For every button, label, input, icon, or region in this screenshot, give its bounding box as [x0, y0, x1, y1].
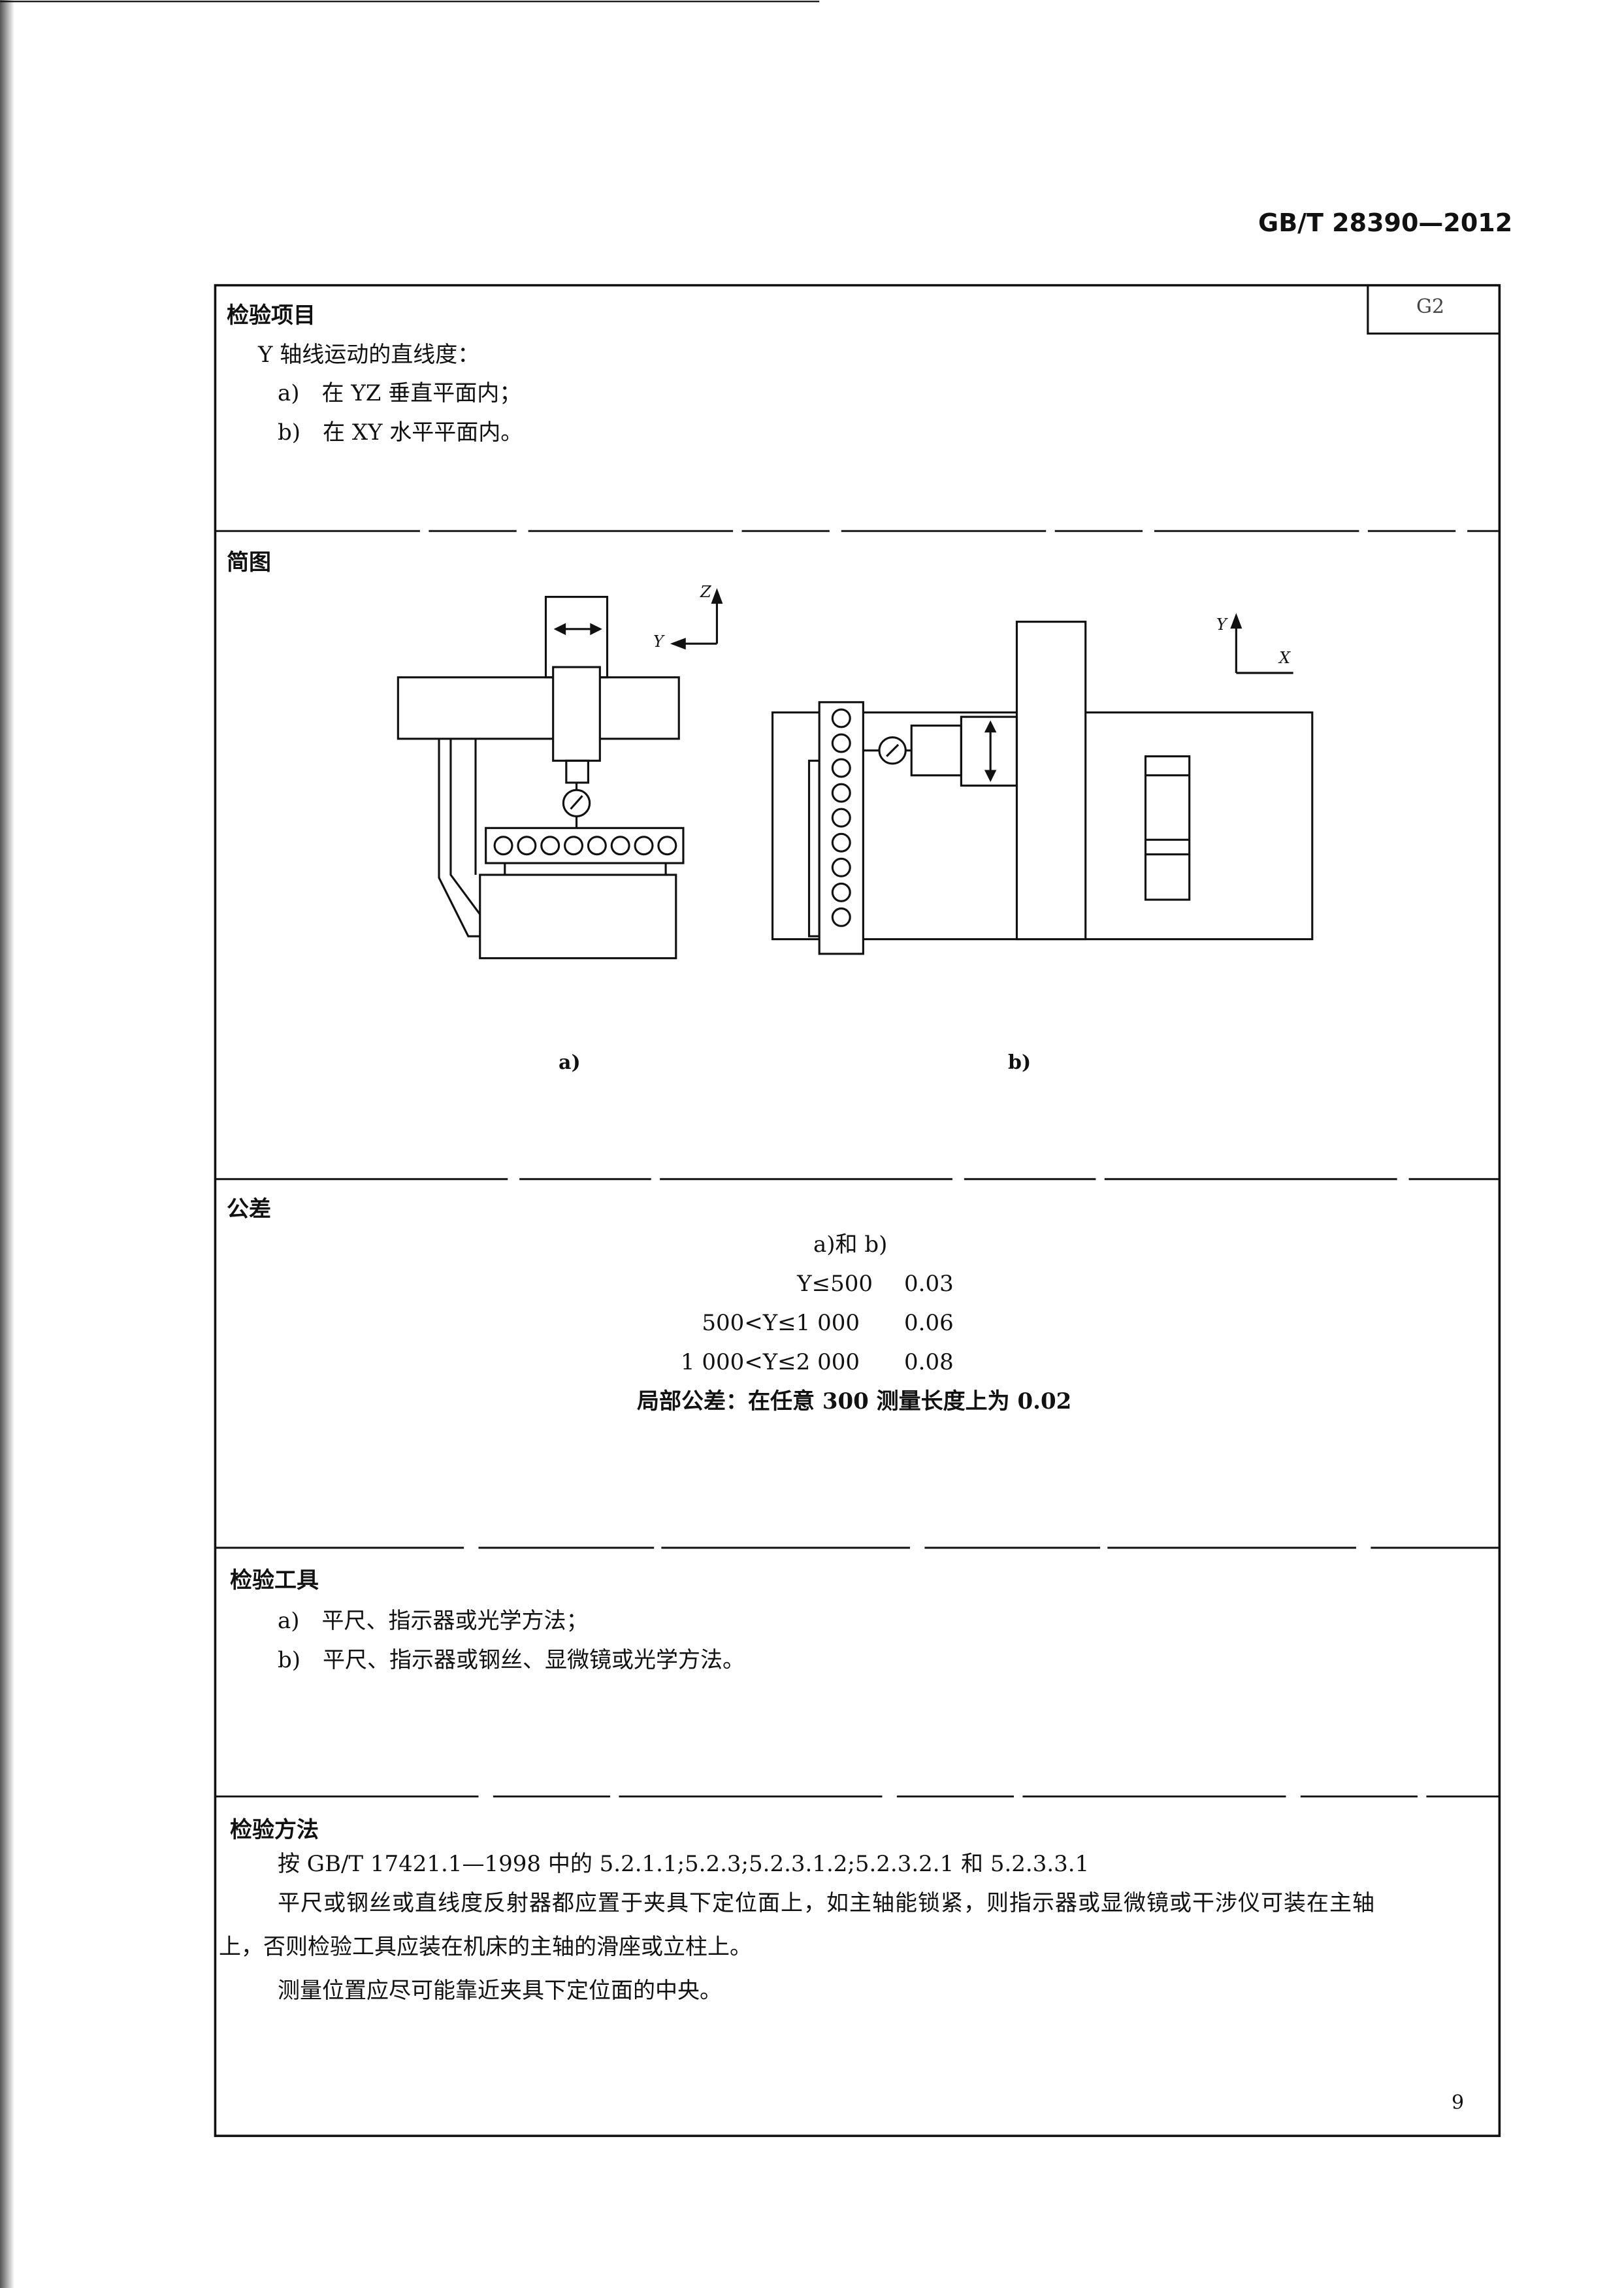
- fig-a-axis-y: Y: [653, 632, 664, 651]
- item-code-box: [1367, 284, 1501, 335]
- tools-heading: 检验工具: [230, 1567, 319, 1593]
- tolerance-value-1: 0.03: [904, 1271, 954, 1297]
- method-paragraph-3: 测量位置应尽可能靠近夹具下定位面的中央。: [278, 1978, 722, 2004]
- tool-a: a) 平尺、指示器或光学方法；: [278, 1608, 589, 1634]
- tolerance-value-3: 0.08: [904, 1349, 954, 1375]
- fig-a-caption: a): [559, 1051, 581, 1074]
- page-number: 9: [1452, 2091, 1465, 2114]
- straightedge-holes-b: [831, 708, 851, 927]
- standard-number: GB/T 28390—2012: [1258, 208, 1513, 237]
- figure-a-machine: [397, 588, 723, 960]
- table-frame: [214, 284, 1501, 2137]
- inspection-item-b: b) 在 XY 水平平面内。: [278, 419, 523, 446]
- scan-edge: [0, 0, 14, 2288]
- tolerance-range-3: 1 000<Y≤2 000: [680, 1349, 860, 1375]
- inspection-item-title: Y 轴线运动的直线度：: [258, 342, 480, 368]
- tool-b: b) 平尺、指示器或钢丝、显微镜或光学方法。: [278, 1647, 745, 1673]
- tolerance-range-2: 500<Y≤1 000: [702, 1310, 860, 1336]
- method-paragraph-2: 平尺或钢丝或直线度反射器都应置于夹具下定位面上，如主轴能锁紧，则指示器或显微镜或…: [278, 1890, 1375, 1916]
- method-paragraph-1: 按 GB/T 17421.1—1998 中的 5.2.1.1;5.2.3;5.2…: [278, 1851, 1090, 1877]
- tolerance-range-1: Y≤500: [797, 1271, 873, 1297]
- inspection-item-heading: 检验项目: [227, 302, 316, 329]
- figure-b-machine: [771, 613, 1314, 955]
- fig-b-caption: b): [1008, 1051, 1031, 1074]
- tolerance-heading: 公差: [227, 1196, 271, 1222]
- item-code: G2: [1416, 295, 1445, 318]
- fig-b-axis-y: Y: [1216, 615, 1227, 634]
- inspection-item-a: a) 在 YZ 垂直平面内；: [278, 380, 522, 406]
- tolerance-local: 局部公差：在任意 300 测量长度上为 0.02: [637, 1388, 1072, 1414]
- tolerance-value-2: 0.06: [904, 1310, 954, 1336]
- fig-a-axis-z: Z: [700, 583, 711, 601]
- straightedge-holes-a: [493, 836, 677, 856]
- method-heading: 检验方法: [230, 1817, 319, 1843]
- method-paragraph-2-cont: 上，否则检验工具应装在机床的主轴的滑座或立柱上。: [219, 1934, 752, 1960]
- tolerance-subtitle: a)和 b): [813, 1232, 888, 1258]
- diagram-heading: 简图: [227, 549, 271, 576]
- fig-b-axis-x: X: [1279, 649, 1291, 667]
